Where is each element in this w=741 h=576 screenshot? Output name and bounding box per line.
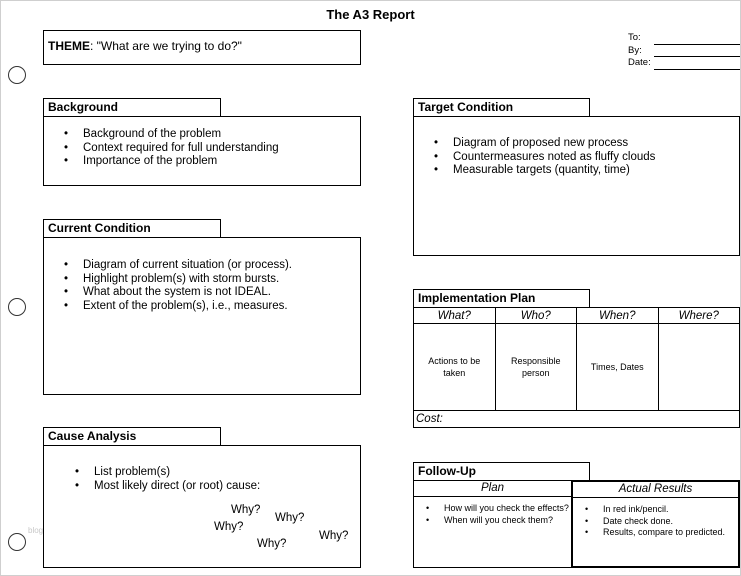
target-condition-box: Diagram of proposed new process Counterm…: [413, 116, 740, 256]
theme-text: : "What are we trying to do?": [90, 39, 242, 53]
current-condition-item: What about the system is not IDEAL.: [44, 286, 360, 300]
column-what: What?: [413, 307, 496, 324]
current-condition-item: Diagram of current situation (or process…: [44, 259, 360, 273]
theme-label: THEME: [48, 39, 90, 53]
follow-up-plan: Plan How will you check the effects? Whe…: [413, 480, 572, 568]
binder-hole-bottom: [8, 533, 26, 551]
background-box: Background of the problem Context requir…: [43, 116, 361, 186]
implementation-plan-heading: Implementation Plan: [413, 289, 590, 308]
cause-analysis-heading: Cause Analysis: [43, 427, 221, 446]
cost-label: Cost:: [413, 410, 740, 428]
implementation-table: What? Who? When? Where? Actions to be ta…: [413, 307, 740, 428]
actual-results-item: In red ink/pencil.: [573, 504, 738, 516]
actual-results-heading: Actual Results: [573, 482, 738, 498]
background-item: Importance of the problem: [44, 155, 360, 169]
background-item: Background of the problem: [44, 128, 360, 142]
by-line: [654, 47, 740, 57]
target-condition-heading: Target Condition: [413, 98, 590, 117]
plan-item: How will you check the effects?: [414, 503, 571, 515]
target-condition-item: Measurable targets (quantity, time): [414, 164, 739, 178]
why-label: Why?: [231, 504, 261, 516]
date-label: Date:: [628, 57, 651, 68]
why-label: Why?: [319, 530, 349, 542]
why-label: Why?: [214, 521, 244, 533]
cell-when: Times, Dates: [576, 323, 659, 411]
target-condition-item: Diagram of proposed new process: [414, 137, 739, 151]
by-label: By:: [628, 44, 642, 56]
date-line: [654, 60, 740, 70]
cause-analysis-item: Most likely direct (or root) cause:: [55, 480, 360, 494]
follow-up-actual-results: Actual Results In red ink/pencil. Date c…: [571, 480, 740, 568]
current-condition-item: Highlight problem(s) with storm bursts.: [44, 273, 360, 287]
background-item: Context required for full understanding: [44, 142, 360, 156]
to-label: To:: [628, 32, 641, 43]
actual-results-item: Results, compare to predicted.: [573, 527, 738, 539]
watermark: blog: [28, 526, 44, 535]
current-condition-item: Extent of the problem(s), i.e., measures…: [44, 300, 360, 314]
why-label: Why?: [275, 512, 305, 524]
sign-off-block: To: By: Date:: [628, 32, 740, 70]
to-line: [654, 35, 740, 45]
target-condition-item: Countermeasures noted as fluffy clouds: [414, 151, 739, 165]
plan-heading: Plan: [414, 481, 571, 497]
cell-where: [657, 323, 740, 411]
column-who: Who?: [494, 307, 577, 324]
cell-who: Responsible person: [494, 323, 577, 411]
theme-box: THEME: "What are we trying to do?": [43, 30, 361, 65]
binder-hole-middle: [8, 298, 26, 316]
implementation-plan-box: What? Who? When? Where? Actions to be ta…: [413, 307, 740, 428]
binder-hole-top: [8, 66, 26, 84]
background-heading: Background: [43, 98, 221, 117]
cause-analysis-item: List problem(s): [55, 466, 360, 480]
plan-item: When will you check them?: [414, 515, 571, 527]
column-when: When?: [576, 307, 659, 324]
column-where: Where?: [657, 307, 740, 324]
cell-what: Actions to be taken: [413, 323, 496, 411]
page-title: The A3 Report: [326, 7, 415, 22]
follow-up-heading: Follow-Up: [413, 462, 590, 481]
current-condition-box: Diagram of current situation (or process…: [43, 237, 361, 395]
why-label: Why?: [257, 538, 287, 550]
cause-analysis-box: List problem(s) Most likely direct (or r…: [43, 445, 361, 568]
current-condition-heading: Current Condition: [43, 219, 221, 238]
actual-results-item: Date check done.: [573, 516, 738, 528]
